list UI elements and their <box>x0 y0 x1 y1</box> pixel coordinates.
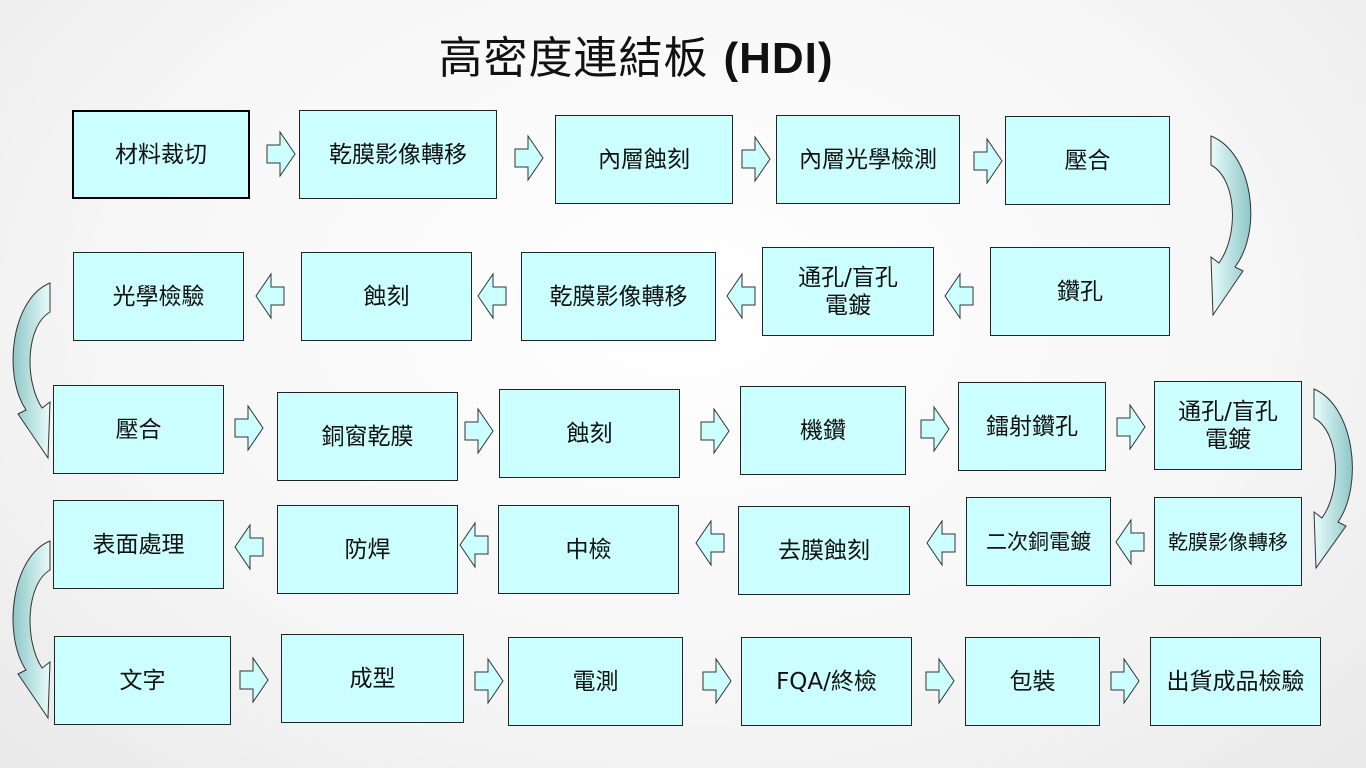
step-label: FQA/終檢 <box>776 668 877 695</box>
step-label: 乾膜影像轉移 <box>549 283 688 310</box>
step-packaging: 包裝 <box>965 637 1100 726</box>
step-label: 防焊 <box>344 536 391 563</box>
arrow-left-icon <box>234 523 264 571</box>
step-label: 光學檢驗 <box>112 283 205 310</box>
step-label: 內層蝕刻 <box>598 146 690 173</box>
step-label: 內層光學檢測 <box>799 146 937 173</box>
step-label: 包裝 <box>1009 668 1056 695</box>
step-dry-film-imaging-3: 乾膜影像轉移 <box>1154 497 1302 586</box>
arrow-right-icon <box>702 657 732 705</box>
arrow-right-icon <box>266 130 296 178</box>
curved-arrow-down-left-icon <box>12 282 51 460</box>
step-dry-film-imaging-1: 乾膜影像轉移 <box>299 110 497 199</box>
step-inner-layer-etching: 內層蝕刻 <box>555 115 733 204</box>
step-label: 機鑽 <box>800 417 846 444</box>
step-label: 去膜蝕刻 <box>778 537 870 564</box>
step-mechanical-drilling: 機鑽 <box>740 386 906 475</box>
step-intermediate-inspection: 中檢 <box>498 505 679 594</box>
step-label: 蝕刻 <box>566 420 613 447</box>
step-electrical-test: 電測 <box>508 637 683 726</box>
arrow-left-icon <box>944 272 974 320</box>
arrow-left-icon <box>926 519 956 567</box>
step-inner-layer-aoi: 內層光學檢測 <box>776 115 960 204</box>
step-copper-window-dry-film: 銅窗乾膜 <box>277 392 458 481</box>
step-routing: 成型 <box>281 634 464 723</box>
step-lamination-2: 壓合 <box>53 385 224 474</box>
step-etching-2: 蝕刻 <box>499 389 680 478</box>
arrow-right-icon <box>1116 403 1146 451</box>
step-solder-mask: 防焊 <box>277 505 458 594</box>
step-label: 通孔/盲孔 電鍍 <box>1178 398 1278 453</box>
arrow-left-icon <box>1115 518 1145 566</box>
step-optical-inspection: 光學檢驗 <box>73 252 244 341</box>
step-material-cutting: 材料裁切 <box>72 110 250 199</box>
step-fqa-final-inspection: FQA/終檢 <box>741 637 912 726</box>
arrow-right-icon <box>239 656 269 704</box>
step-lamination-1: 壓合 <box>1005 116 1170 205</box>
curved-arrow-down-left-icon <box>12 540 51 720</box>
step-label: 中檢 <box>565 536 612 563</box>
arrow-right-icon <box>464 407 494 455</box>
step-label: 出貨成品檢驗 <box>1166 668 1305 695</box>
step-label: 材料裁切 <box>115 141 207 168</box>
step-etching-1: 蝕刻 <box>301 252 472 341</box>
step-surface-finish: 表面處理 <box>53 500 224 589</box>
step-strip-etch: 去膜蝕刻 <box>738 506 910 595</box>
curved-arrow-down-right-icon <box>1313 388 1353 570</box>
step-label: 壓合 <box>1064 147 1111 174</box>
arrow-right-icon <box>1110 657 1140 705</box>
arrow-left-icon <box>695 519 725 567</box>
step-label: 電測 <box>572 668 619 695</box>
step-legend-printing: 文字 <box>54 636 231 725</box>
step-label: 文字 <box>119 667 166 694</box>
arrow-right-icon <box>920 405 950 453</box>
arrow-right-icon <box>973 137 1003 185</box>
arrow-right-icon <box>474 657 504 705</box>
diagram-title: 高密度連結板 (HDI) <box>0 22 1272 86</box>
step-label: 壓合 <box>115 416 162 443</box>
step-label: 通孔/盲孔 電鍍 <box>798 264 898 319</box>
title-cjk: 高密度連結板 <box>438 33 709 84</box>
arrow-left-icon <box>255 272 285 320</box>
step-label: 乾膜影像轉移 <box>1168 529 1288 554</box>
arrow-left-icon <box>459 521 489 569</box>
step-label: 乾膜影像轉移 <box>329 141 467 168</box>
step-label: 成型 <box>349 665 396 692</box>
arrow-right-icon <box>234 404 264 452</box>
step-label: 二次銅電鍍 <box>986 529 1091 554</box>
step-label: 表面處理 <box>92 531 185 558</box>
step-dry-film-imaging-2: 乾膜影像轉移 <box>521 252 716 341</box>
step-label: 鐳射鑽孔 <box>986 413 1078 440</box>
step-secondary-copper-plating: 二次銅電鍍 <box>966 497 1111 586</box>
step-label: 蝕刻 <box>363 283 410 310</box>
arrow-right-icon <box>514 134 544 182</box>
step-via-plating-1: 通孔/盲孔 電鍍 <box>762 247 934 336</box>
step-label: 銅窗乾膜 <box>321 423 414 450</box>
step-label: 鑽孔 <box>1057 278 1103 305</box>
step-outgoing-inspection: 出貨成品檢驗 <box>1150 637 1321 726</box>
arrow-left-icon <box>726 272 756 320</box>
arrow-right-icon <box>925 657 955 705</box>
title-latin: (HDI) <box>723 34 834 83</box>
arrow-right-icon <box>741 135 771 183</box>
arrow-left-icon <box>477 272 507 320</box>
curved-arrow-down-right-icon <box>1210 135 1252 317</box>
step-via-plating-2: 通孔/盲孔 電鍍 <box>1154 381 1302 470</box>
step-drilling: 鑽孔 <box>990 247 1170 336</box>
step-laser-drilling: 鐳射鑽孔 <box>958 382 1106 471</box>
arrow-right-icon <box>700 407 730 455</box>
